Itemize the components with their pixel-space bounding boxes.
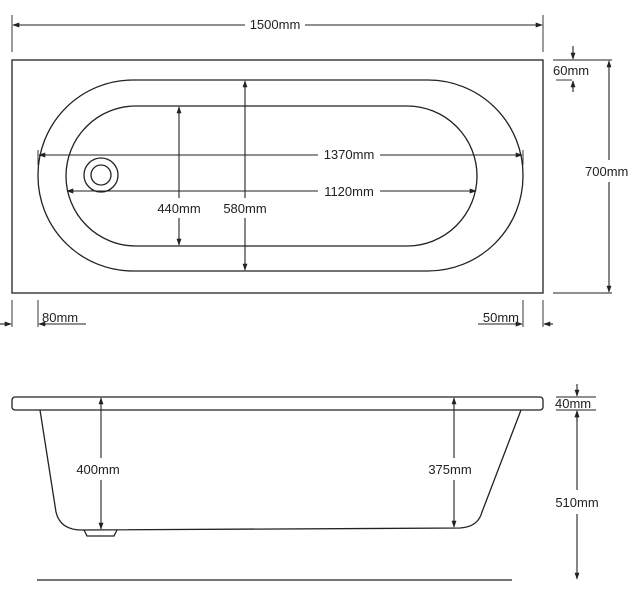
plan-view: 1500mm 60mm 700mm 1370mm 1120mm 440mm 58… — [0, 15, 628, 327]
label-inner-width-bottom: 440mm — [157, 201, 200, 216]
label-depth-right: 375mm — [428, 462, 471, 477]
drain-outer — [83, 157, 119, 193]
side-rim — [11, 396, 544, 411]
label-inner-length-bottom: 1120mm — [324, 184, 374, 199]
label-overall-width: 700mm — [585, 164, 628, 179]
plan-bowl-inner-outline — [65, 105, 478, 247]
drain-inner — [90, 164, 112, 186]
side-view: 400mm 375mm 40mm 510mm — [11, 384, 599, 581]
label-inner-width-top: 580mm — [223, 201, 266, 216]
label-inner-length-top: 1370mm — [324, 147, 375, 162]
plan-outer-rim — [11, 59, 544, 294]
plan-bowl-outer-outline — [37, 79, 524, 272]
side-drain-foot — [83, 529, 118, 537]
label-rim-offset-right: 50mm — [483, 310, 519, 325]
label-rim-offset-top: 60mm — [553, 63, 589, 78]
label-rim-thickness: 40mm — [555, 396, 591, 411]
label-overall-length: 1500mm — [250, 17, 301, 32]
label-depth-left: 400mm — [76, 462, 119, 477]
label-body-height: 510mm — [555, 495, 598, 510]
label-rim-offset-left: 80mm — [42, 310, 78, 325]
side-tub-body — [39, 409, 522, 531]
